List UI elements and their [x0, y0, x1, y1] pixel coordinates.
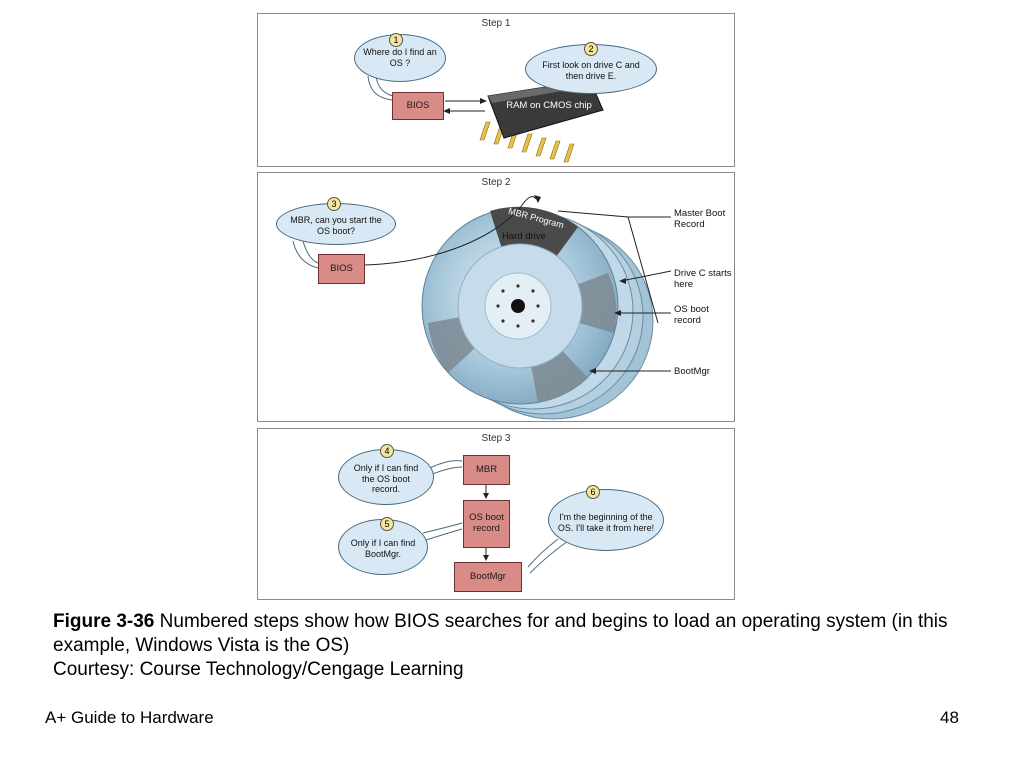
step-number-2: 2 [584, 42, 598, 56]
step-number-3: 3 [327, 197, 341, 211]
step-number-1: 1 [389, 33, 403, 47]
step2-panel: Step 2 [257, 172, 735, 422]
figure-number: Figure 3-36 [53, 611, 155, 632]
step3-graphics [422, 460, 569, 574]
step1-graphics [367, 75, 604, 163]
hard-drive-label: Hard drive [502, 231, 546, 242]
bios-box-step1: BIOS [392, 92, 444, 120]
step2-graphics [292, 195, 672, 420]
mbr-box: MBR [463, 455, 510, 485]
caption-courtesy: Courtesy: Course Technology/Cengage Lear… [53, 659, 464, 680]
step2-title: Step 2 [481, 177, 511, 188]
step-number-4: 4 [380, 444, 394, 458]
step3-title: Step 3 [481, 433, 511, 444]
page-number: 48 [940, 708, 959, 727]
bubble-6: I'm the beginning of the OS. I'll take i… [548, 489, 664, 551]
chip-pins [479, 121, 575, 163]
step-number-6: 6 [586, 485, 600, 499]
step3-panel: Step 3 Only if I can find the OS boot re… [257, 428, 735, 600]
caption-text: Numbered steps show how BIOS searches fo… [53, 611, 948, 656]
chip-label: RAM on CMOS chip [506, 100, 592, 111]
step1-panel: Step 1 Where do I find an OS ? 1 First l… [257, 13, 735, 167]
callout-bootmgr: BootMgr [674, 366, 710, 377]
bubble-2: First look on drive C and then drive E. [525, 44, 657, 94]
bubble-4: Only if I can find the OS boot record. [338, 449, 434, 505]
step1-title: Step 1 [481, 18, 511, 29]
callout-master-boot-record: Master Boot Record [674, 208, 726, 231]
footer-title: A+ Guide to Hardware [45, 708, 214, 727]
bios-box-step2: BIOS [318, 254, 365, 284]
bootmgr-box: BootMgr [454, 562, 522, 592]
os-boot-record-box: OS boot record [463, 500, 510, 548]
figure-caption: Figure 3-36 Numbered steps show how BIOS… [53, 610, 983, 682]
hard-drive-platter [421, 206, 619, 405]
callout-drive-c: Drive C starts here [674, 268, 732, 291]
callout-os-boot-record: OS boot record [674, 304, 709, 327]
step-number-5: 5 [380, 517, 394, 531]
